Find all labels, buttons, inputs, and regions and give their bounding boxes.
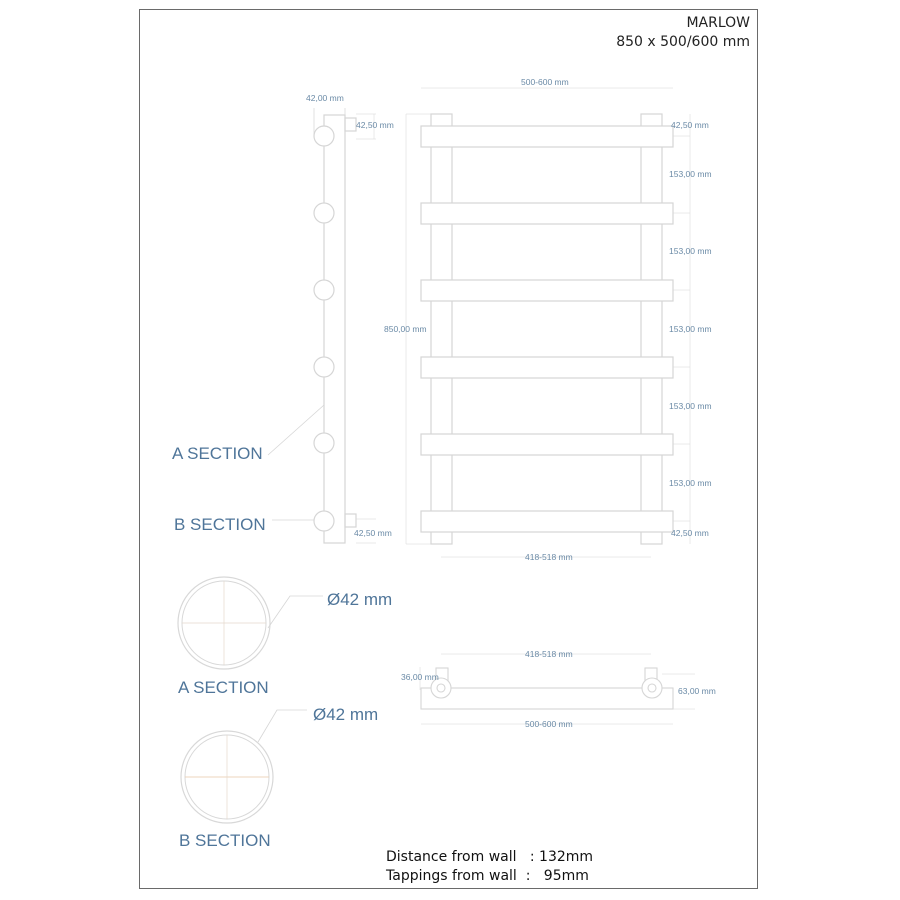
side-bottom-offset-dimension: 42,50 mm	[354, 528, 392, 538]
side-bar-circle	[313, 432, 335, 454]
side-view	[267, 108, 376, 544]
top-view-connector-right	[641, 677, 663, 699]
front-top-offset-dimension: 42,50 mm	[671, 120, 709, 130]
tappings-from-wall-row: Tappings from wall : 95mm	[386, 867, 593, 886]
tappings-label: Tappings from wall	[386, 868, 517, 884]
front-overall-width-dimension: 500-600 mm	[521, 77, 569, 87]
bar-spacing-dimension: 153,00 mm	[669, 478, 712, 488]
front-centers-dimension: 418-518 mm	[525, 552, 573, 562]
bar-spacing-dimension: 153,00 mm	[669, 324, 712, 334]
side-fitting-top	[344, 117, 357, 132]
towel-bar	[420, 202, 674, 225]
side-bar-circle	[313, 356, 335, 378]
bar-spacing-dimension: 153,00 mm	[669, 169, 712, 179]
top-view-connector-left	[430, 677, 452, 699]
top-depth-dimension: 36,00 mm	[401, 672, 439, 682]
installation-notes: Distance from wall : 132mm Tappings from…	[386, 848, 593, 886]
towel-bar	[420, 279, 674, 302]
tappings-value: : 95mm	[525, 868, 589, 884]
distance-from-wall-row: Distance from wall : 132mm	[386, 848, 593, 867]
side-profile	[323, 114, 346, 544]
side-bar-circle	[313, 202, 335, 224]
title-block: MARLOW 850 x 500/600 mm	[616, 14, 750, 52]
front-bottom-offset-dimension: 42,50 mm	[671, 528, 709, 538]
section-b-callout: B SECTION	[174, 515, 266, 534]
side-bar-circle	[313, 510, 335, 532]
top-width-dimension: 500-600 mm	[525, 719, 573, 729]
towel-bar	[420, 510, 674, 533]
section-b-drawing	[180, 709, 307, 824]
distance-value: : 132mm	[529, 849, 594, 865]
side-bar-circle	[313, 125, 335, 147]
distance-label: Distance from wall	[386, 849, 517, 865]
section-a-leader	[267, 404, 325, 456]
top-view	[419, 653, 695, 725]
section-a-diameter: Ø42 mm	[327, 590, 392, 609]
right-upright	[640, 113, 663, 545]
towel-bar	[420, 433, 674, 456]
model-size: 850 x 500/600 mm	[616, 34, 750, 50]
side-bar-circle	[313, 279, 335, 301]
bar-spacing-dimension: 153,00 mm	[669, 246, 712, 256]
top-centers-dimension: 418-518 mm	[525, 649, 573, 659]
drawing-frame	[139, 9, 758, 889]
side-top-offset-dimension: 42,50 mm	[356, 120, 394, 130]
top-height-dimension: 63,00 mm	[678, 686, 716, 696]
section-b-title: B SECTION	[179, 831, 271, 850]
bar-spacing-dimension: 153,00 mm	[669, 401, 712, 411]
front-view	[405, 87, 691, 558]
model-name: MARLOW	[686, 15, 750, 31]
towel-bar	[420, 125, 674, 148]
section-a-drawing	[177, 576, 323, 670]
side-width-dimension: 42,00 mm	[306, 93, 344, 103]
left-upright	[430, 113, 453, 545]
side-fitting-bottom	[344, 513, 357, 528]
towel-bar	[420, 356, 674, 379]
top-view-bar	[420, 687, 674, 710]
section-a-callout: A SECTION	[172, 444, 263, 463]
section-b-diameter: Ø42 mm	[313, 705, 378, 724]
front-height-dimension: 850,00 mm	[384, 324, 427, 334]
section-a-title: A SECTION	[178, 678, 269, 697]
